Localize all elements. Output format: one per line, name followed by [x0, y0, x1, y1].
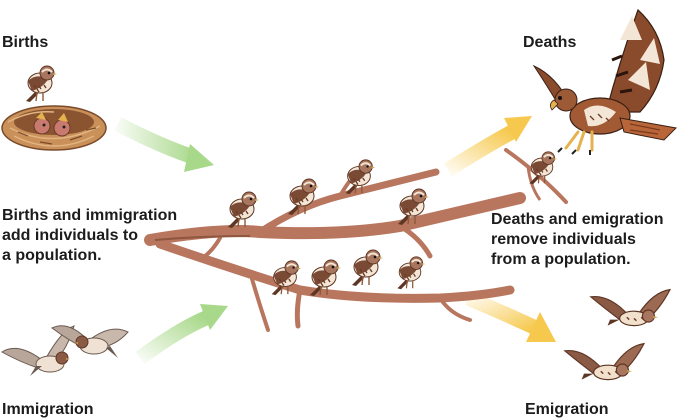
sparrow-icon [24, 64, 59, 104]
immigration-label: Immigration [2, 401, 94, 418]
prey-bird [504, 148, 568, 204]
births-label: Births [2, 34, 49, 51]
add-description: Births and immigration add individuals t… [2, 207, 178, 264]
arrow-births [114, 117, 214, 172]
emigration-label: Emigration [525, 401, 609, 418]
remove-description: Deaths and emigration remove individuals… [491, 211, 664, 268]
nest-icon [1, 105, 107, 151]
hawk-icon [532, 8, 678, 155]
arrow-deaths [443, 116, 532, 177]
flying-bird-icon [564, 288, 671, 381]
arrow-immigration [135, 304, 228, 365]
arrow-emigration [465, 291, 556, 342]
immigration-birds [1, 325, 129, 376]
deaths-label: Deaths [523, 34, 577, 51]
branch-icon [144, 166, 526, 332]
